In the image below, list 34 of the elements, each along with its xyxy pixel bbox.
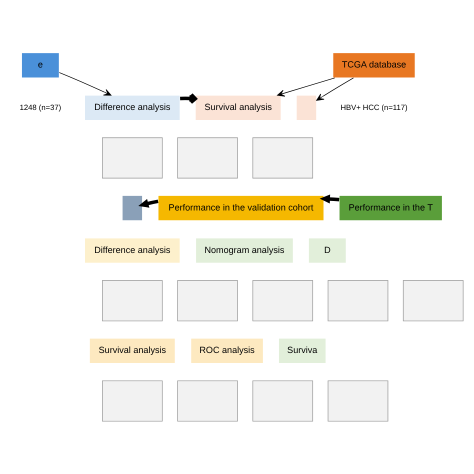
node-box: e <box>20 52 60 78</box>
node-box <box>252 380 313 422</box>
node-box: ROC analysis <box>190 338 264 364</box>
node-box <box>252 137 313 178</box>
node-box: Difference analysis <box>84 238 180 264</box>
node-box <box>102 280 162 322</box>
node-box: Survival analysis <box>88 338 176 364</box>
node-box: Nomogram analysis <box>194 238 294 264</box>
node-box <box>402 280 463 322</box>
arrow <box>276 78 335 97</box>
node-box: Performance in the validation cohort <box>157 195 324 221</box>
arrow <box>58 72 111 96</box>
node-box <box>176 380 238 422</box>
node-label: HBV+ HCC (n=117) <box>340 102 408 112</box>
node-label: 1248 (n=37) <box>19 102 61 112</box>
arrow <box>138 199 158 208</box>
arrow <box>319 194 339 204</box>
node-box: Surviva <box>278 338 326 364</box>
node-box: Difference analysis <box>84 94 180 121</box>
node-box <box>102 380 162 422</box>
node-box: Performance in the T <box>338 195 442 221</box>
node-box <box>327 380 388 422</box>
node-box <box>252 280 313 322</box>
node-box: Survival analysis <box>194 94 281 121</box>
node-box: TCGA database <box>332 52 415 78</box>
node-box <box>296 94 316 121</box>
node-box <box>176 280 238 322</box>
node-box <box>327 280 388 322</box>
node-box <box>121 195 142 221</box>
node-box: D <box>308 238 346 264</box>
arrow <box>180 92 197 104</box>
arrow <box>316 78 354 101</box>
node-box <box>102 137 162 178</box>
node-box <box>176 137 238 178</box>
